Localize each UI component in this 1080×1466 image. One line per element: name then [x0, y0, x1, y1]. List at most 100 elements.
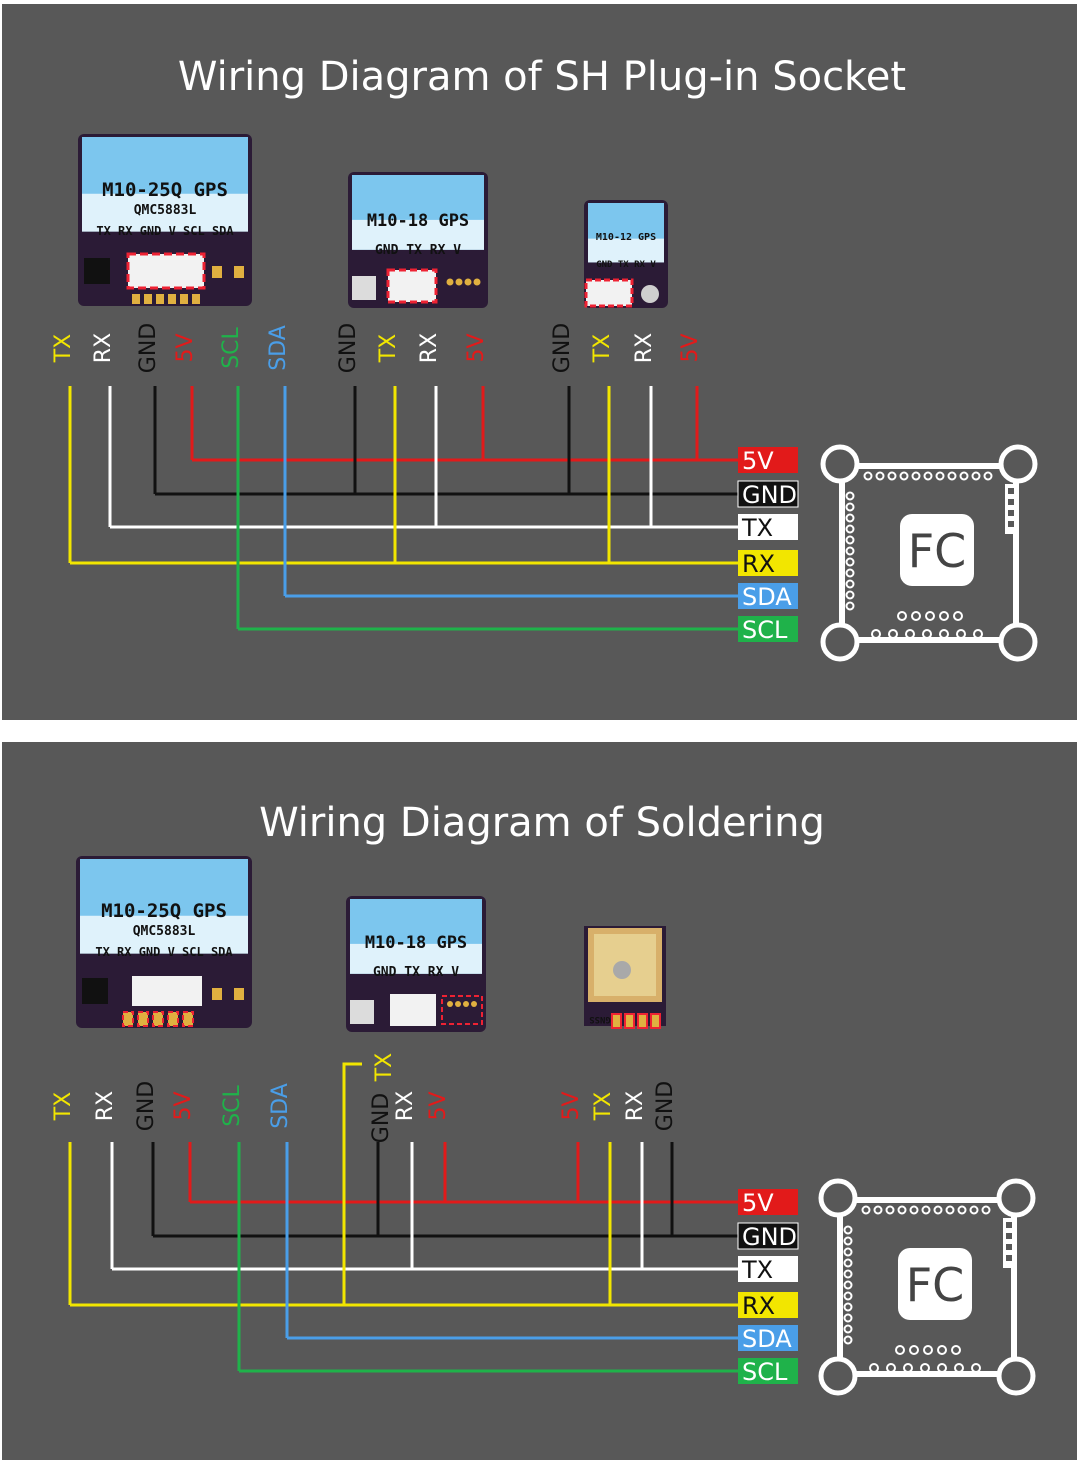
- flight-controller: FC: [818, 1178, 1036, 1396]
- fc-pad: [937, 1363, 947, 1373]
- fc-pin-box-gnd: [737, 1222, 799, 1250]
- fc-pad: [861, 1205, 871, 1215]
- fc-pad: [845, 568, 855, 578]
- pad: [455, 1001, 461, 1007]
- sh-socket: [584, 278, 634, 308]
- fc-pad: [843, 1291, 853, 1301]
- module-label-lower: [350, 943, 482, 974]
- sh-socket: [132, 976, 202, 1006]
- pad: [180, 294, 188, 304]
- wire-label-5v: 5V: [559, 1091, 584, 1120]
- module-label-lower: [82, 193, 248, 232]
- fc-pad: [957, 1205, 967, 1215]
- fc-chip: [898, 1248, 972, 1320]
- fc-pad: [845, 524, 855, 534]
- module-name: M10-18 GPS: [367, 211, 469, 231]
- chip: [82, 978, 108, 1004]
- fc-pin-label-5v: 5V: [742, 1189, 774, 1217]
- fc-pad: [845, 601, 855, 611]
- fc-connector-pin: [1006, 1233, 1012, 1239]
- fc-pad: [843, 1302, 853, 1312]
- fc-pad: [843, 1247, 853, 1257]
- fc-pad: [886, 1363, 896, 1373]
- fc-pad: [939, 629, 949, 639]
- fc-mount-hole: [996, 1356, 1036, 1396]
- fc-pin-label-gnd: GND: [742, 481, 797, 509]
- pad: [473, 278, 481, 286]
- solder-pad: [650, 1013, 661, 1029]
- fc-pin-label-sda: SDA: [742, 1325, 792, 1353]
- pad: [463, 1001, 469, 1007]
- fc-pad: [875, 471, 885, 481]
- fc-pad: [887, 471, 897, 481]
- solder-pad: [624, 1013, 635, 1029]
- wire-label-sda: SDA: [268, 1083, 293, 1129]
- fc-pad: [863, 471, 873, 481]
- fc-pin-box-5v: [738, 1189, 798, 1215]
- fc-pad: [935, 471, 945, 481]
- wire-label-tx: TX: [376, 334, 401, 364]
- fc-connector-pin: [1008, 510, 1014, 516]
- fc-pin-box-rx: [738, 550, 798, 576]
- wire-tx: [342, 1062, 362, 1305]
- fc-connector-pin: [1008, 521, 1014, 527]
- fc-pin-label-tx: TX: [741, 514, 773, 542]
- wiring-diagram-sh-socket: Wiring Diagram of SH Plug-in SocketM10-2…: [51, 54, 1038, 662]
- solder-pad: [122, 1011, 134, 1027]
- pad: [234, 266, 244, 278]
- fc-label: FC: [908, 524, 967, 578]
- fc-pad: [845, 502, 855, 512]
- fc-pad: [905, 629, 915, 639]
- pad: [168, 294, 176, 304]
- solder-pad: [611, 1013, 622, 1029]
- fc-pad: [843, 1280, 853, 1290]
- fc-pin-box-rx: [738, 1292, 798, 1318]
- pad: [132, 294, 140, 304]
- fc-pad: [899, 471, 909, 481]
- wire-label-gnd: GND: [336, 323, 361, 373]
- fc-mount-hole: [818, 1178, 858, 1218]
- solder-pad: [182, 1011, 194, 1027]
- gps-module-gnss: GNSS: [584, 926, 666, 1029]
- fc-pad: [843, 1313, 853, 1323]
- fc-pad: [973, 629, 983, 639]
- pad: [156, 294, 164, 304]
- fc-mount-hole: [998, 444, 1038, 484]
- wire-label-tx: TX: [51, 334, 76, 364]
- fc-label: FC: [906, 1258, 965, 1312]
- wire-label-rx: RX: [91, 333, 116, 363]
- module-label-lower: [352, 219, 484, 250]
- fc-pad: [843, 1236, 853, 1246]
- solder-pad: [167, 1011, 179, 1027]
- wire-label-gnd: GND: [550, 323, 575, 373]
- fc-pin-box-5v: [738, 447, 798, 473]
- pad: [212, 988, 222, 1000]
- module-name: GNSS: [589, 1014, 611, 1024]
- wire-label-5v: 5V: [678, 333, 703, 362]
- fc-pad: [933, 1205, 943, 1215]
- fc-pad: [922, 629, 932, 639]
- pad: [234, 988, 244, 1000]
- pad: [212, 266, 222, 278]
- fc-pad: [983, 471, 993, 481]
- fc-pad: [843, 1269, 853, 1279]
- fc-pad: [909, 1205, 919, 1215]
- sh-socket: [126, 252, 206, 290]
- fc-pad: [845, 491, 855, 501]
- fc-pin-box-tx: [738, 1256, 798, 1282]
- diagram-title: Wiring Diagram of SH Plug-in Socket: [178, 54, 906, 100]
- button: [641, 285, 659, 303]
- wire-label-rx: RX: [632, 333, 657, 363]
- pad: [192, 294, 200, 304]
- fc-pin-box-scl: [738, 1358, 798, 1384]
- solder-pad: [137, 1011, 149, 1027]
- chip: [352, 276, 376, 300]
- pad: [455, 278, 463, 286]
- fc-connector-pin: [1006, 1222, 1012, 1228]
